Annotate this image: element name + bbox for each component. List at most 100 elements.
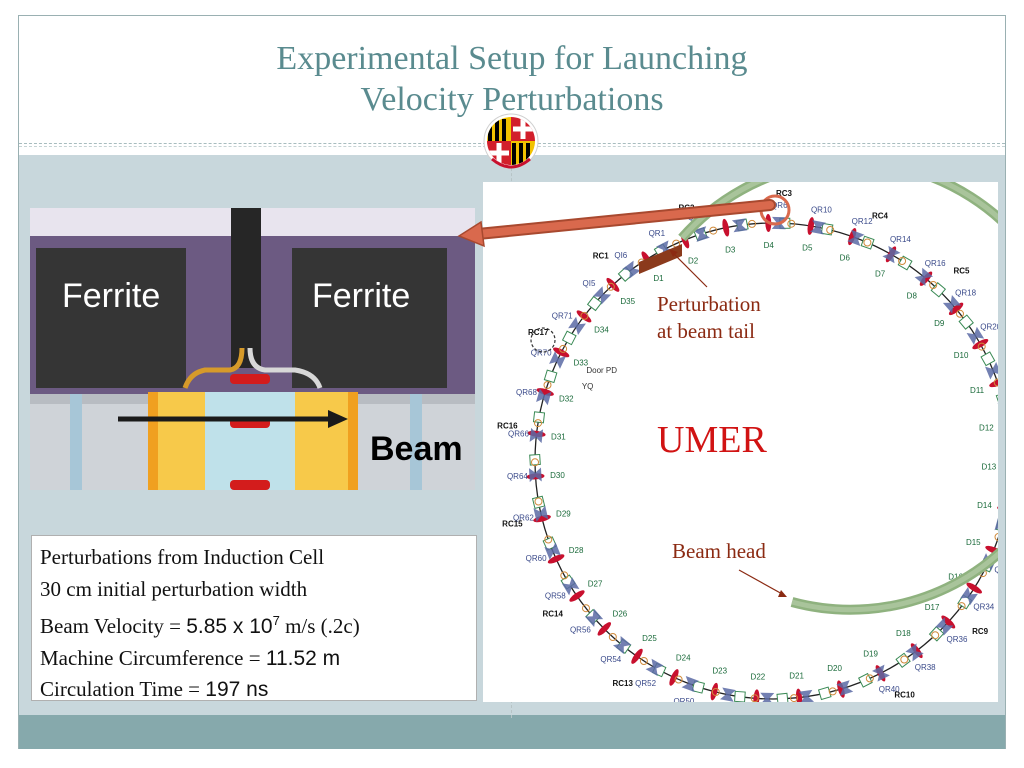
steering-coil-d33 — [561, 330, 577, 346]
beam-head-annotation: Beam head — [672, 539, 766, 563]
quadrupole-qr66 — [529, 427, 544, 444]
maryland-flag-shield-icon — [483, 113, 539, 169]
quadrupole-qr18 — [942, 295, 962, 314]
steering-coil-d34 — [586, 295, 603, 312]
parameters-box: Perturbations from Induction Cell 30 cm … — [31, 535, 477, 701]
ferrite-block-right — [292, 248, 447, 388]
quadrupole-qr14 — [882, 245, 901, 264]
dipole-label-d10: D10 — [954, 351, 969, 360]
perturbation-tail-annotation: Perturbation at beam tail — [657, 291, 761, 345]
quadrupole-qr56 — [584, 608, 604, 628]
dipole-label-d9: D9 — [934, 319, 945, 328]
rc-label-rc9: RC9 — [972, 627, 989, 636]
dipole-magnet-d27 — [569, 590, 585, 602]
dipole-label-d25: D25 — [642, 634, 657, 643]
quadrupole-qr48 — [719, 687, 736, 702]
steering-coil-d23 — [691, 680, 705, 694]
bpm-qr58 — [560, 571, 569, 580]
quadrupole-qr16 — [914, 267, 934, 286]
quad-label-qr4: QR4 — [729, 204, 746, 213]
steering-coil-d17 — [928, 626, 945, 642]
quad-label-qr50: QR50 — [673, 697, 694, 702]
slide-title-line2: Velocity Perturbations — [360, 81, 664, 118]
bpm-qr36 — [931, 631, 940, 640]
quad-label-qr58: QR58 — [545, 592, 566, 601]
quadrupole-qr38 — [905, 643, 924, 662]
steering-coil-d10 — [980, 351, 996, 367]
bpm-qr6 — [787, 219, 796, 228]
dipole-label-d31: D31 — [551, 432, 566, 441]
quad-label-qr6: QR6 — [771, 201, 788, 210]
bpm-qr16 — [929, 281, 938, 289]
dipole-label-d24: D24 — [676, 653, 691, 662]
quad-label-qr34: QR34 — [973, 602, 994, 611]
steering-coil-d20 — [817, 686, 832, 701]
dipole-label-d18: D18 — [896, 629, 911, 638]
dipole-label-d4: D4 — [764, 241, 775, 250]
quad-label-qr32: QR32 — [994, 566, 998, 575]
quad-label-qr38: QR38 — [915, 663, 936, 672]
slide-title-line1: Experimental Setup for Launching — [276, 40, 748, 77]
quad-label-qr18: QR18 — [955, 288, 976, 297]
quadrupole-qr46 — [759, 692, 775, 702]
bpm-qr14 — [898, 257, 907, 265]
dipole-magnet-d24 — [669, 669, 679, 686]
quad-label-qr70: QR70 — [531, 348, 552, 357]
dipole-label-d12: D12 — [979, 424, 994, 433]
rc-label-rc13: RC13 — [612, 679, 633, 688]
circulation-time-value: 197 ns — [205, 678, 269, 701]
quadrupole-qr71 — [568, 316, 586, 336]
dipole-magnet-d25 — [631, 648, 643, 664]
dipole-magnet-d10 — [972, 338, 989, 350]
quadrupole-qr64 — [528, 467, 542, 483]
dipole-magnet-d11 — [989, 378, 998, 388]
quad-label-qr14: QR14 — [890, 235, 911, 244]
quad-label-qr71: QR71 — [552, 312, 573, 321]
dipole-magnet-d9 — [948, 302, 964, 316]
bpm-qr71 — [580, 311, 589, 320]
quad-label-qr56: QR56 — [570, 626, 591, 635]
beam-velocity-units: m/s (.2c) — [279, 614, 360, 638]
dipole-label-d13: D13 — [982, 462, 997, 471]
dipole-magnet-d14 — [997, 505, 998, 513]
bpm-qr22 — [993, 378, 998, 387]
dipole-label-d21: D21 — [789, 672, 804, 681]
perturbation-tail-line2: at beam tail — [657, 319, 755, 343]
dipole-label-d28: D28 — [569, 546, 584, 555]
circumference-value: 11.52 m — [265, 646, 341, 670]
quad-label-qr10: QR10 — [811, 206, 832, 215]
bpm-qr40 — [865, 674, 874, 683]
injection-marker — [530, 327, 556, 353]
dipole-magnet-d22 — [753, 689, 760, 702]
quadrupole-qr30 — [994, 516, 998, 534]
quadrupole-qr60 — [544, 542, 561, 560]
perturbation-tail-line1: Perturbation — [657, 292, 761, 316]
quadrupole-qr54 — [612, 635, 632, 655]
bpm-qr30 — [994, 533, 998, 541]
info-line-3: Beam Velocity = 5.85 x 107 m/s (.2c) — [40, 605, 468, 643]
quadrupole-qr50 — [681, 676, 699, 693]
quadrupole-qr44 — [798, 689, 815, 702]
bpm-qr42 — [828, 687, 837, 696]
quadrupole-qr70 — [549, 351, 566, 369]
steering-coil-d6 — [860, 235, 875, 250]
quad-label-qr54: QR54 — [600, 655, 621, 664]
quad-label-qr40: QR40 — [879, 685, 900, 694]
quad-label-qr20: QR20 — [980, 322, 998, 331]
dipole-label-d32: D32 — [559, 394, 574, 403]
other-label-door-pd: Door PD — [586, 366, 617, 375]
rc-label-rc5: RC5 — [953, 267, 970, 276]
quadrupole-qr34 — [960, 586, 978, 606]
dipole-label-d17: D17 — [925, 603, 940, 612]
other-label-yq: YQ — [582, 382, 594, 391]
bpm-qr54 — [608, 633, 617, 641]
rc-label-rc4: RC4 — [872, 211, 889, 220]
bpm-qr70 — [559, 344, 568, 353]
umer-label: UMER — [657, 419, 767, 461]
dipole-label-d5: D5 — [802, 244, 813, 253]
dipole-magnet-d34 — [576, 310, 592, 323]
bpm-qr44 — [790, 694, 798, 702]
feedthrough-rod — [231, 208, 261, 368]
quadrupole-qr10 — [809, 220, 826, 235]
